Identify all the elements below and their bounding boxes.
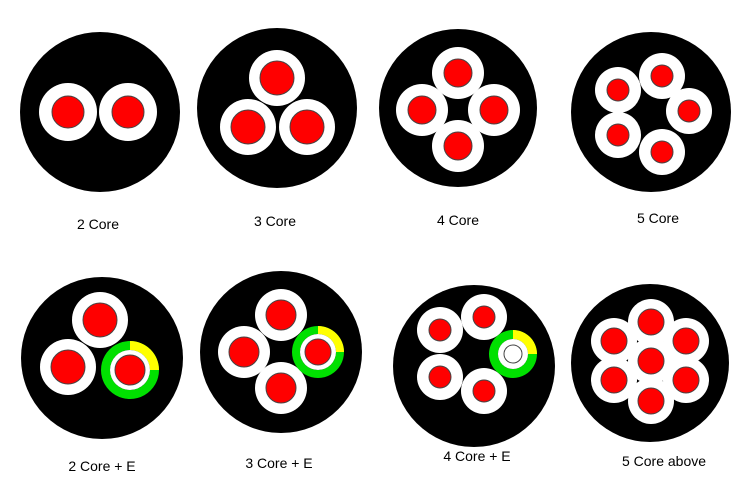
core bbox=[639, 53, 685, 99]
core bbox=[417, 307, 463, 353]
core-conductor bbox=[428, 318, 452, 342]
core-conductor bbox=[259, 60, 295, 96]
core-conductor bbox=[443, 58, 473, 88]
core bbox=[218, 326, 270, 378]
cable-3-core-e bbox=[200, 271, 362, 433]
core bbox=[279, 99, 335, 155]
core-conductor bbox=[50, 349, 86, 385]
core bbox=[468, 84, 520, 136]
core bbox=[432, 47, 484, 99]
core-conductor bbox=[51, 95, 85, 129]
label-4-core: 4 Core bbox=[436, 212, 480, 228]
core bbox=[628, 378, 674, 424]
core bbox=[417, 354, 463, 400]
core bbox=[595, 67, 641, 113]
earth-core bbox=[101, 340, 159, 399]
core bbox=[628, 299, 674, 345]
core-conductor bbox=[672, 327, 700, 355]
core bbox=[591, 357, 637, 403]
cable-5-core bbox=[571, 32, 731, 192]
outer-sheath bbox=[200, 271, 362, 433]
core bbox=[249, 50, 305, 106]
cable-3-core bbox=[197, 28, 357, 188]
core-conductor bbox=[650, 140, 674, 164]
core-conductor bbox=[606, 78, 630, 102]
core bbox=[99, 83, 157, 141]
core-conductor bbox=[265, 299, 297, 331]
core-conductor bbox=[230, 109, 266, 145]
cable-4-core-e bbox=[393, 285, 555, 447]
label-3-core: 3 Core bbox=[253, 213, 297, 229]
core bbox=[220, 99, 276, 155]
core bbox=[40, 339, 96, 395]
core bbox=[72, 292, 128, 348]
core bbox=[663, 318, 709, 364]
outer-sheath bbox=[21, 277, 183, 439]
label-2-core: 2 Core bbox=[76, 216, 120, 232]
core bbox=[396, 84, 448, 136]
cables-layer bbox=[20, 28, 731, 447]
label-2-core-e: 2 Core + E bbox=[68, 458, 136, 474]
earth-conductor bbox=[304, 338, 332, 366]
core-conductor bbox=[600, 366, 628, 394]
core-conductor bbox=[265, 372, 297, 404]
label-5-core-above: 5 Core above bbox=[621, 453, 707, 469]
core bbox=[255, 289, 307, 341]
core bbox=[461, 294, 507, 340]
earth-conductor bbox=[114, 354, 146, 386]
cable-2-core-e bbox=[21, 277, 183, 439]
core-conductor bbox=[428, 365, 452, 389]
core bbox=[255, 362, 307, 414]
core-conductor bbox=[637, 308, 665, 336]
label-3-core-e: 3 Core + E bbox=[245, 455, 313, 471]
core bbox=[666, 88, 712, 134]
earth-yellow-stripe bbox=[513, 330, 537, 354]
core-conductor bbox=[606, 123, 630, 147]
core-conductor bbox=[443, 131, 473, 161]
label-4-core-e: 4 Core + E bbox=[443, 448, 511, 464]
core bbox=[595, 112, 641, 158]
earth-yellow-stripe bbox=[130, 341, 159, 370]
core-conductor bbox=[228, 336, 260, 368]
core-conductor bbox=[600, 327, 628, 355]
cable-5-core-above bbox=[571, 284, 729, 442]
cable-4-core bbox=[379, 29, 537, 187]
core-conductor bbox=[407, 95, 437, 125]
core-conductor bbox=[650, 64, 674, 88]
label-5-core: 5 Core bbox=[636, 210, 680, 226]
core-conductor bbox=[637, 387, 665, 415]
cable-2-core bbox=[20, 32, 180, 192]
core-conductor bbox=[637, 347, 665, 375]
earth-conductor bbox=[503, 344, 523, 364]
outer-sheath bbox=[379, 29, 537, 187]
core bbox=[461, 368, 507, 414]
earth-core bbox=[489, 330, 537, 379]
core bbox=[628, 338, 674, 384]
core-conductor bbox=[672, 366, 700, 394]
core bbox=[639, 129, 685, 175]
core bbox=[591, 318, 637, 364]
earth-core bbox=[292, 326, 344, 379]
core-conductor bbox=[111, 95, 145, 129]
core bbox=[432, 120, 484, 172]
core-conductor bbox=[472, 305, 496, 329]
earth-yellow-stripe bbox=[318, 326, 344, 352]
core bbox=[663, 357, 709, 403]
core-conductor bbox=[289, 109, 325, 145]
core-conductor bbox=[479, 95, 509, 125]
core-conductor bbox=[82, 302, 118, 338]
core-conductor bbox=[472, 379, 496, 403]
core-conductor bbox=[677, 99, 701, 123]
core bbox=[39, 83, 97, 141]
